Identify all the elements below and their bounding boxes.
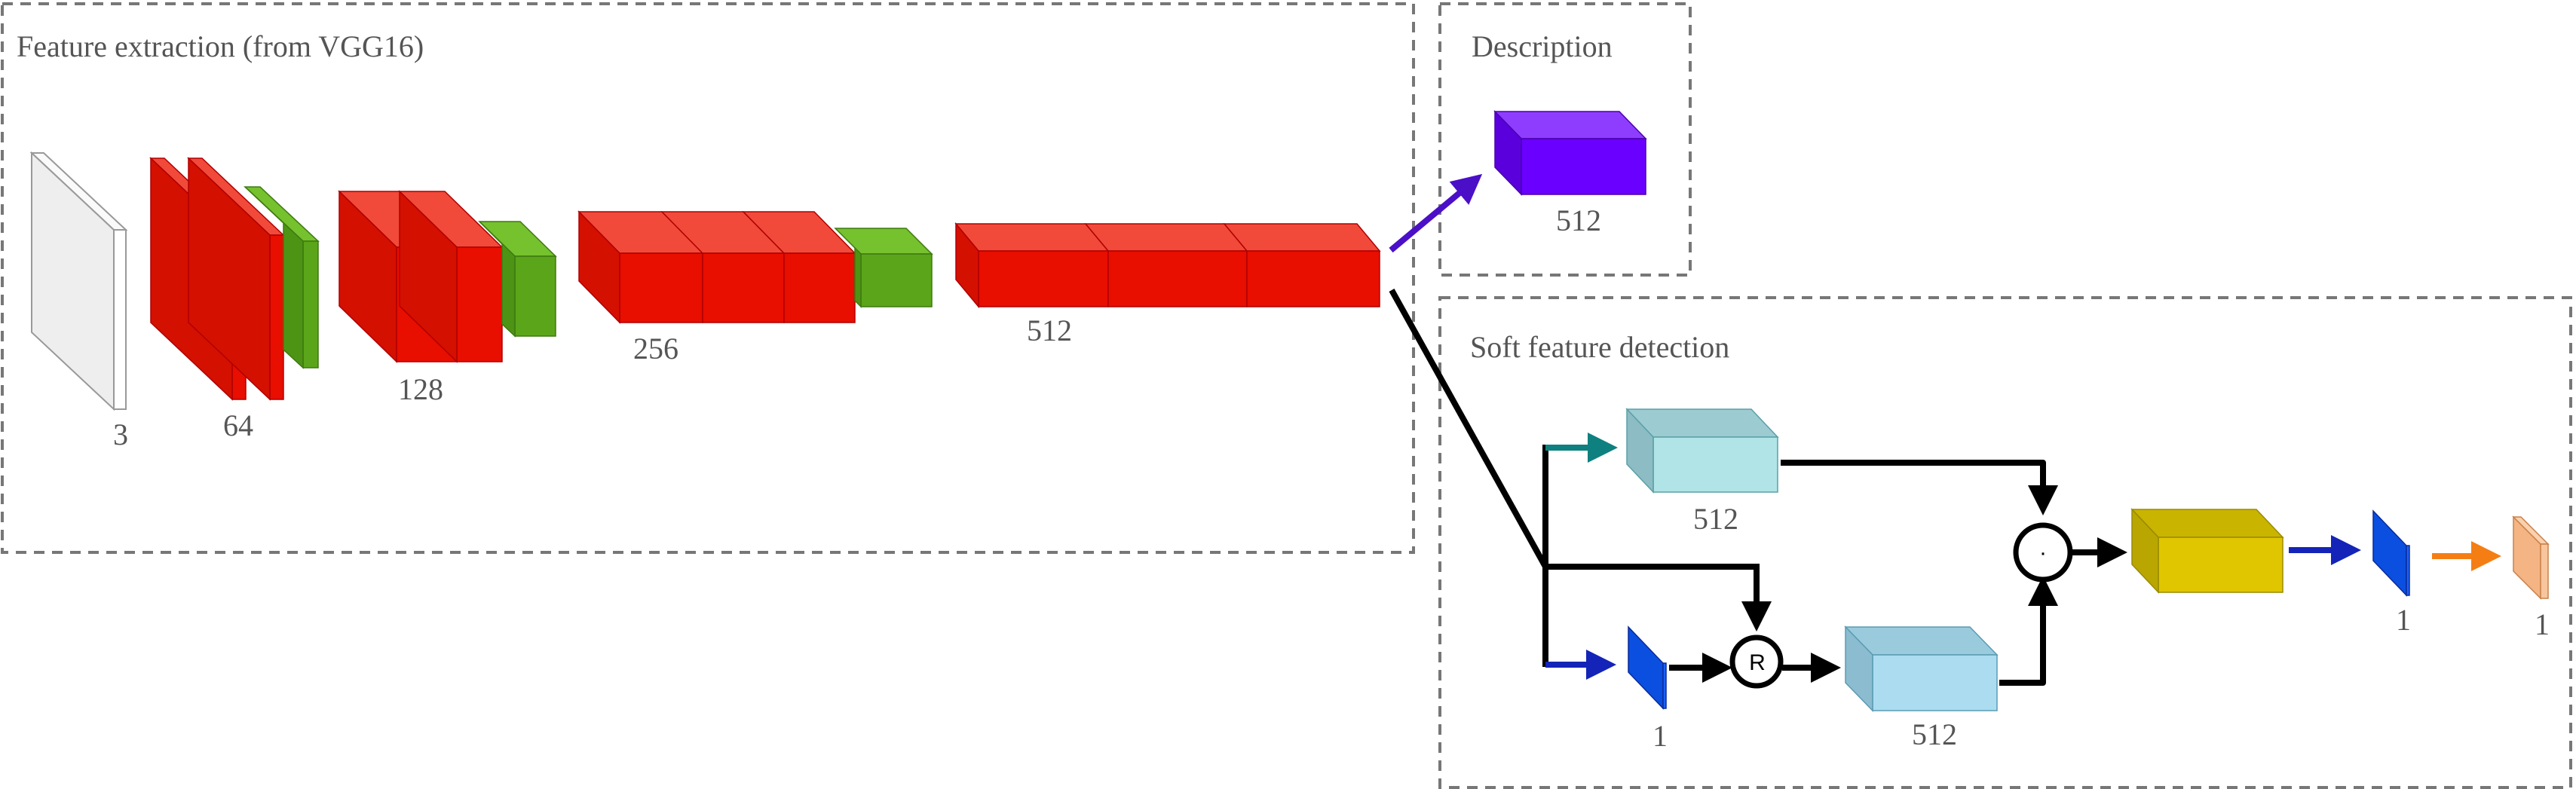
teal-block-channels-label: 512 bbox=[1693, 502, 1738, 536]
block1-conv-layers bbox=[149, 157, 285, 401]
block1-channels-label: 64 bbox=[223, 408, 253, 442]
score-map bbox=[2372, 509, 2410, 597]
description-title: Description bbox=[1472, 29, 1613, 63]
soft-feature-detection-title: Soft feature detection bbox=[1470, 330, 1729, 364]
light-blue-block-channels-label: 512 bbox=[1912, 717, 1957, 751]
blue-map-small-label: 1 bbox=[1652, 719, 1668, 753]
product-operator-circle bbox=[2013, 522, 2073, 583]
light-blue-block bbox=[1844, 625, 1999, 712]
score-map-label: 1 bbox=[2396, 603, 2411, 637]
teal-block bbox=[1625, 408, 1779, 494]
blue-to-product-arrow bbox=[1999, 576, 2058, 686]
to-ratio-op-arrow bbox=[1545, 564, 1772, 632]
yellow-block bbox=[2130, 508, 2284, 594]
detection-connector-lines bbox=[1389, 289, 1548, 667]
block4-channels-label: 512 bbox=[1027, 313, 1072, 347]
feature-extraction-panel bbox=[1, 2, 1415, 554]
soft-feature-detection-panel bbox=[1438, 296, 2572, 789]
final-map bbox=[2512, 515, 2550, 600]
block4-conv-layers bbox=[954, 222, 1381, 309]
product-operator-symbol: · bbox=[2039, 540, 2047, 565]
descriptor-block bbox=[1493, 110, 1647, 196]
block1-pool-layer bbox=[244, 186, 320, 369]
final-map-label: 1 bbox=[2535, 607, 2550, 641]
block3-channels-label: 256 bbox=[633, 332, 678, 365]
to-description-arrow bbox=[1389, 173, 1483, 253]
blue-map-small bbox=[1628, 625, 1667, 710]
block2-pool-layer bbox=[478, 221, 557, 338]
input-channels-label: 3 bbox=[113, 417, 128, 451]
input-image-plane bbox=[29, 151, 128, 411]
block2-conv-layers bbox=[338, 190, 504, 363]
description-panel bbox=[1438, 2, 1692, 277]
block3-conv-layers bbox=[577, 210, 856, 324]
block2-channels-label: 128 bbox=[398, 372, 443, 406]
descriptor-channels-label: 512 bbox=[1556, 203, 1601, 237]
block3-pool-layer bbox=[834, 228, 933, 308]
feature-extraction-title: Feature extraction (from VGG16) bbox=[17, 29, 424, 63]
ratio-operator-symbol: R bbox=[1749, 650, 1766, 675]
ratio-operator-circle bbox=[1729, 635, 1784, 689]
teal-to-product-arrow bbox=[1781, 460, 2058, 515]
